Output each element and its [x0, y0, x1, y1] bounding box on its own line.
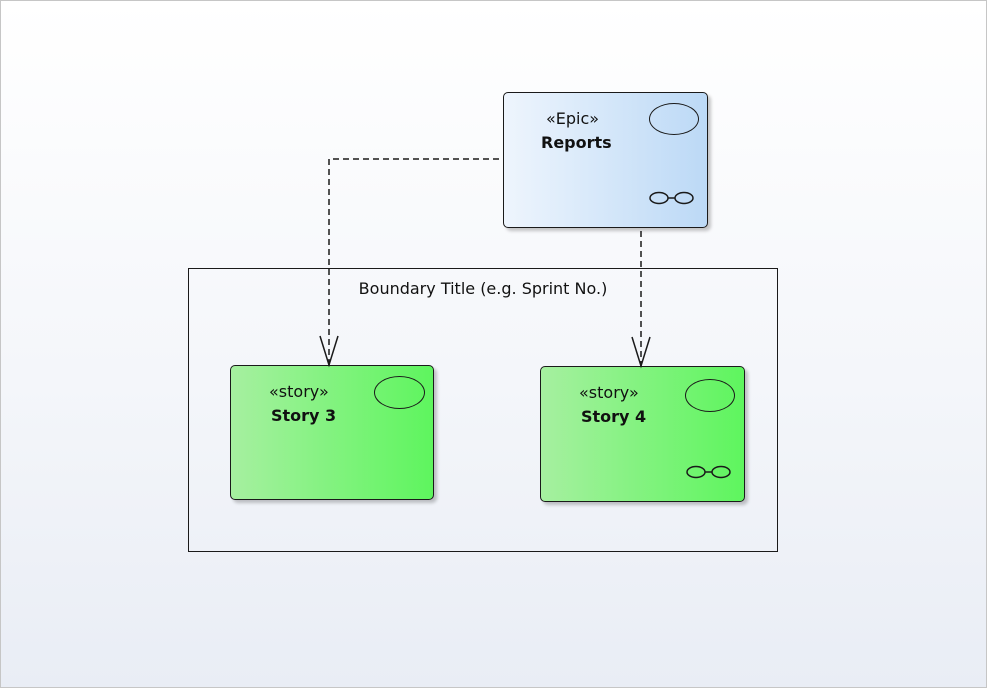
link-icon — [649, 191, 694, 205]
boundary-title: Boundary Title (e.g. Sprint No.) — [358, 279, 608, 298]
epic-reports-element[interactable]: «Epic» Reports — [503, 92, 708, 228]
ellipse-icon — [374, 376, 425, 409]
connector-epic-to-story-3[interactable] — [319, 158, 499, 368]
ellipse-icon — [649, 103, 699, 135]
story-3-name: Story 3 — [271, 406, 337, 425]
story-4-name: Story 4 — [581, 407, 647, 426]
story-3-element[interactable]: «story» Story 3 — [230, 365, 434, 500]
story-3-stereotype: «story» — [269, 382, 329, 401]
story-4-element[interactable]: «story» Story 4 — [540, 366, 745, 502]
story-4-stereotype: «story» — [579, 383, 639, 402]
ellipse-icon — [685, 379, 735, 412]
link-icon — [686, 465, 731, 479]
epic-stereotype: «Epic» — [546, 109, 600, 128]
connector-epic-to-story-4[interactable] — [631, 231, 651, 369]
epic-name: Reports — [541, 133, 612, 152]
sprint-boundary[interactable]: Boundary Title (e.g. Sprint No.) — [188, 268, 778, 552]
